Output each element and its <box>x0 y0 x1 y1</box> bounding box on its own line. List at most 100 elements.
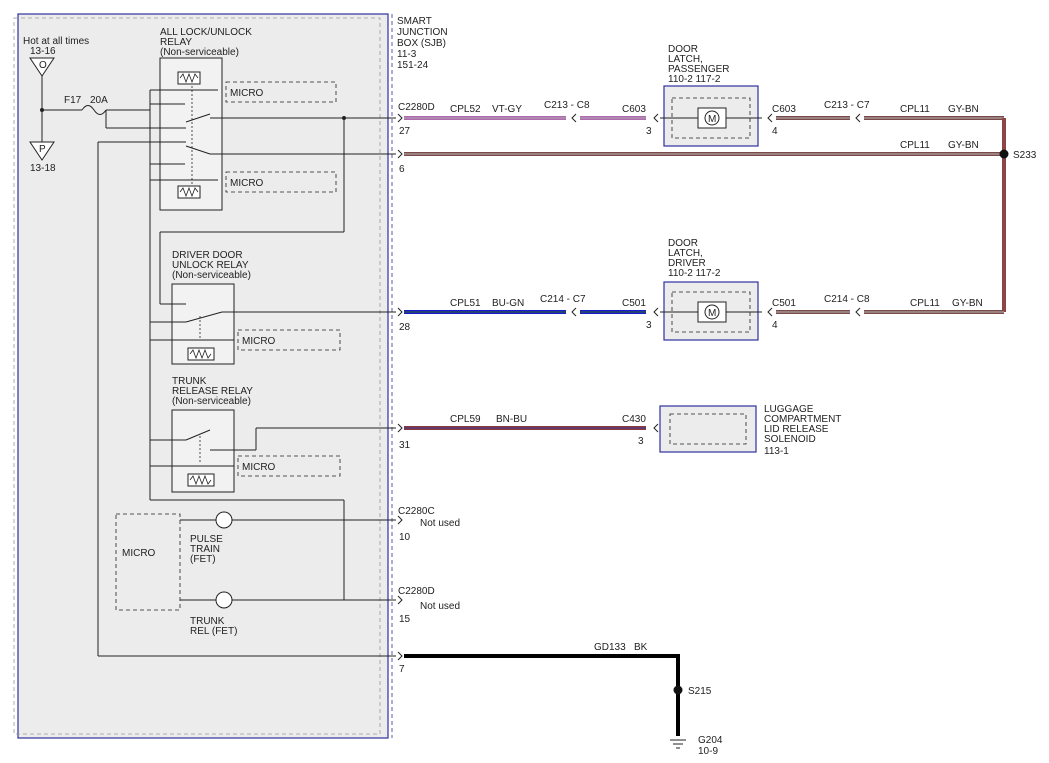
pass-latch-title-2: LATCH, <box>668 54 703 65</box>
pin-6-arrow <box>397 149 403 159</box>
micro-box-4 <box>237 455 341 477</box>
feed-p-ref: 13-18 <box>30 163 56 174</box>
wire-gy-bn-b-label: GY-BN <box>948 140 979 151</box>
trunk-relay-coil <box>187 473 215 487</box>
c501-right-pin: 4 <box>772 320 778 331</box>
c603-left-arrow <box>653 113 659 123</box>
c501-right-label: C501 <box>772 298 796 309</box>
wire-cpl11-b-label: CPL11 <box>900 140 930 151</box>
sjb-label-2: JUNCTION <box>397 27 448 38</box>
micro-box-1 <box>225 81 337 103</box>
trunk-relay-title-3: (Non-serviceable) <box>172 396 251 407</box>
splice-s215 <box>673 685 683 695</box>
c213-c7-label: C213 - C7 <box>824 100 870 111</box>
pin-28-label: 28 <box>399 322 411 333</box>
wire-gd133-label: GD133 <box>594 642 626 653</box>
micro-box-fet <box>115 513 181 611</box>
c214-c8-arrow <box>855 307 861 317</box>
wire-bn-bu-label: BN-BU <box>496 414 527 425</box>
micro-label-4: MICRO <box>242 462 276 473</box>
c430-label: C430 <box>622 414 646 425</box>
driver-relay-title-3: (Non-serviceable) <box>172 270 251 281</box>
solenoid-box <box>659 405 757 453</box>
pin-31-arrow <box>397 423 403 433</box>
driver-relay-coil <box>187 347 215 361</box>
trunk-relay-switch <box>185 429 211 441</box>
pass-latch-title-1: DOOR <box>668 44 698 55</box>
feed-p-label: P <box>39 144 46 155</box>
micro-box-3 <box>237 329 341 351</box>
pass-latch-title-3: PASSENGER <box>668 64 730 75</box>
driver-relay-title-2: UNLOCK RELAY <box>172 260 249 271</box>
connector-c2280d-top: C2280D <box>398 102 435 113</box>
wire-bk-label: BK <box>634 642 648 653</box>
wire-cpl11-a-label: CPL11 <box>900 104 930 115</box>
c214-c7-arrow <box>571 307 577 317</box>
pulse-fet-label-2: TRAIN <box>190 544 220 555</box>
micro-label-fet: MICRO <box>122 548 156 559</box>
not-used-15: Not used <box>420 601 460 612</box>
driver-relay-title-1: DRIVER DOOR <box>172 250 243 261</box>
drv-motor-label: M <box>708 308 716 319</box>
trunk-fet-label-1: TRUNK <box>190 616 225 627</box>
sjb-label-1: SMART <box>397 16 432 27</box>
trunk-relay-title-2: RELEASE RELAY <box>172 386 253 397</box>
trunk-relay-coil-zigzag <box>189 474 212 486</box>
pass-latch-ref: 110-2 117-2 <box>668 74 721 85</box>
feed-triangle-o <box>29 57 55 77</box>
pin-7-arrow <box>397 651 403 661</box>
all-lock-switch-lower <box>185 145 211 155</box>
c603-left-label: C603 <box>622 104 646 115</box>
c213-c8-label: C213 - C8 <box>544 100 590 111</box>
c501-left-pin: 3 <box>646 320 652 331</box>
all-lock-coil-lower-zigzag <box>179 186 199 198</box>
c603-right-pin: 4 <box>772 126 778 137</box>
trunk-fet-label-2: REL (FET) <box>190 626 237 637</box>
solenoid-label-2: COMPARTMENT <box>764 414 841 425</box>
wire-vt-gy-label: VT-GY <box>492 104 522 115</box>
c213-c7-arrow <box>855 113 861 123</box>
wire-cpl52-label: CPL52 <box>450 104 481 115</box>
fuse-rating: 20A <box>90 95 108 106</box>
all-lock-relay-title-3: (Non-serviceable) <box>160 47 239 58</box>
pin-31-label: 31 <box>399 440 411 451</box>
solenoid-inner <box>669 413 747 445</box>
pass-motor-label: M <box>708 114 716 125</box>
solenoid-label-1: LUGGAGE <box>764 404 814 415</box>
micro-label-2: MICRO <box>230 178 264 189</box>
micro-box-2 <box>225 171 337 193</box>
drv-latch-ref: 110-2 117-2 <box>668 268 721 279</box>
fuse-name: F17 <box>64 95 82 106</box>
all-lock-relay-title-2: RELAY <box>160 37 192 48</box>
solenoid-ref: 113-1 <box>764 446 789 457</box>
fuse-symbol <box>81 105 107 115</box>
wire-gy-bn-c-label: GY-BN <box>952 298 983 309</box>
feed-o-label: O <box>39 60 47 71</box>
pulse-train-fet <box>215 511 233 529</box>
pin-10-label: 10 <box>399 532 411 543</box>
ground-ref: 10-9 <box>698 746 718 757</box>
c501-right-arrow <box>767 307 773 317</box>
sjb-label-3: BOX (SJB) <box>397 38 446 49</box>
connector-c2280d-bot: C2280D <box>398 586 435 597</box>
connector-c2280c: C2280C <box>398 506 435 517</box>
c603-right-label: C603 <box>772 104 796 115</box>
trunk-relay-title-1: TRUNK <box>172 376 207 387</box>
pin-7-label: 7 <box>399 664 405 675</box>
pin-15-arrow <box>397 595 403 605</box>
not-used-10: Not used <box>420 518 460 529</box>
splice-s233-label: S233 <box>1013 150 1037 161</box>
c501-left-label: C501 <box>622 298 646 309</box>
wire-cpl11-c-label: CPL11 <box>910 298 940 309</box>
micro-label-1: MICRO <box>230 88 264 99</box>
sjb-inner-dashed <box>13 17 381 735</box>
pass-motor-icon <box>704 110 720 126</box>
pin-15-label: 15 <box>399 614 411 625</box>
ground-name: G204 <box>698 735 723 746</box>
driver-relay-box <box>171 283 235 365</box>
c213-c8-arrow <box>571 113 577 123</box>
solenoid-label-3: LID RELEASE <box>764 424 829 435</box>
pin-10-arrow <box>397 515 403 525</box>
c603-left-pin: 3 <box>646 126 652 137</box>
